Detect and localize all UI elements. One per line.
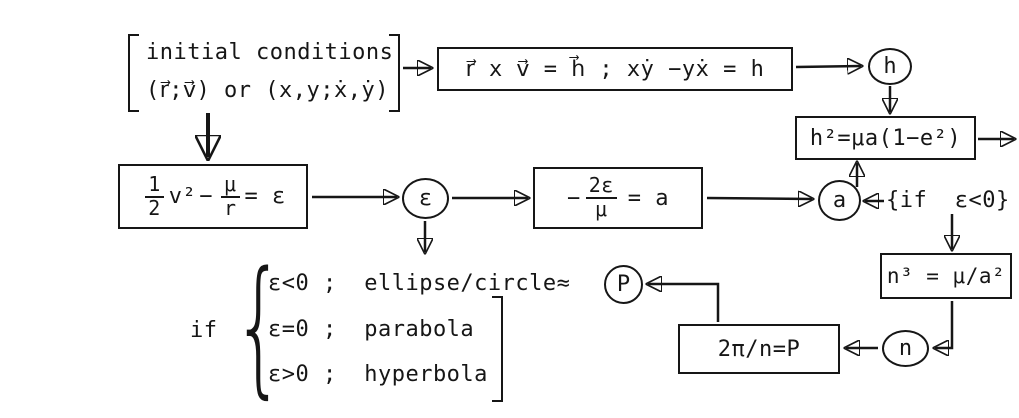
arrow-abox-to-a <box>706 198 812 199</box>
minus-sign: − <box>199 184 213 209</box>
h-node-label: h <box>883 54 897 79</box>
epsilon-node-label: ε <box>418 186 433 211</box>
right-square-bracket <box>389 34 400 112</box>
equals-a: = a <box>627 185 670 211</box>
angular-momentum-equation: r⃗ x v⃗ = h⃗ ; xẏ −yẋ = h <box>465 56 765 82</box>
case-hyperbola: ε>0 ; hyperbola <box>268 362 488 387</box>
arrow-n3box-to-n <box>935 301 954 348</box>
arrow-momentum-to-h <box>795 66 861 67</box>
a-node-label: a <box>832 188 847 213</box>
p-node: P <box>604 265 643 304</box>
period-equation-box: 2π/n=P <box>678 324 840 374</box>
one-half-fraction: 1 2 <box>145 173 164 219</box>
epsilon-node: ε <box>402 178 449 219</box>
n-node-label: n <box>898 336 913 361</box>
initial-conditions-line2: (r⃗;v⃗) or (x,y;ẋ,ẏ) <box>146 77 389 103</box>
cases-curly-brace: { <box>233 240 285 412</box>
mu-over-r-fraction: μ r <box>221 173 240 219</box>
n-node: n <box>882 330 929 367</box>
left-square-bracket <box>128 34 139 112</box>
p-node-label: P <box>616 272 631 297</box>
h2-equation-box: h²=μa(1−e²) <box>795 116 976 160</box>
minus-sign: − <box>566 185 581 211</box>
case-ellipse-circle: ε<0 ; ellipse/circle≈ <box>268 271 571 296</box>
if-epsilon-negative-condition: {if ε<0} <box>886 188 1010 213</box>
a-node: a <box>818 180 861 221</box>
equals-epsilon: = ε <box>244 184 286 209</box>
two-eps-over-mu-fraction: 2ε μ <box>585 175 617 220</box>
energy-equation-box: 1 2 v² − μ r = ε <box>118 164 308 229</box>
period-equation: 2π/n=P <box>717 336 801 362</box>
semimajor-axis-equation-box: − 2ε μ = a <box>533 167 703 229</box>
mean-motion-equation: n³ = μ/a² <box>886 264 1006 288</box>
case-parabola: ε=0 ; parabola <box>268 317 475 342</box>
initial-conditions-block: initial conditions (r⃗;v⃗) or (x,y;ẋ,ẏ) <box>128 34 400 112</box>
cases-if-label: if <box>190 318 218 343</box>
mean-motion-equation-box: n³ = μ/a² <box>880 253 1012 299</box>
h-node: h <box>868 48 912 85</box>
angular-momentum-equation-box: r⃗ x v⃗ = h⃗ ; xẏ −yẋ = h <box>437 47 793 91</box>
cases-right-bracket <box>492 296 503 402</box>
arrow-periodbox-to-p <box>648 284 720 322</box>
h2-equation: h²=μa(1−e²) <box>809 125 962 151</box>
initial-conditions-line1: initial conditions <box>146 40 394 65</box>
v-squared-term: v² <box>168 184 197 209</box>
